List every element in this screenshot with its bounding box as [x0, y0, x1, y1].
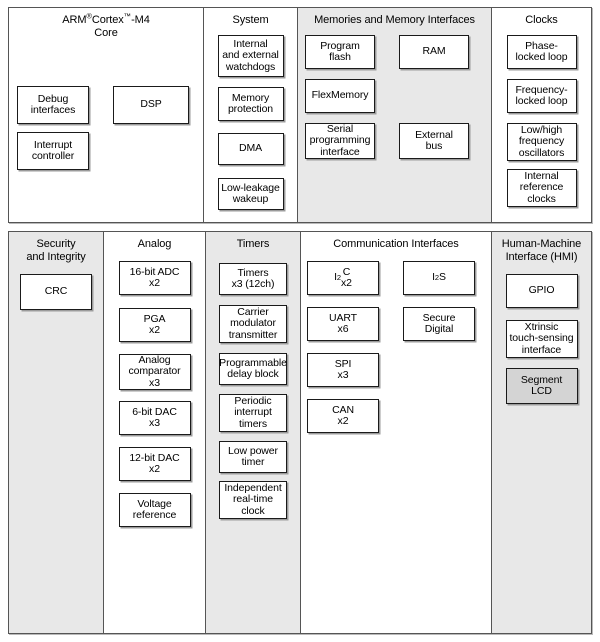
system-blocks: Internal and external watchdogs Memory p… — [204, 33, 297, 222]
panel-hmi: Human-Machine Interface (HMI) GPIO Xtrin… — [492, 232, 591, 633]
block-6bit-dac[interactable]: 6-bit DAC x3 — [118, 401, 191, 435]
panel-title-analog: Analog — [137, 238, 172, 250]
block-flexmemory[interactable]: FlexMemory — [305, 79, 375, 113]
block-timers[interactable]: Timers x3 (12ch) — [219, 263, 287, 295]
timers-blocks: Timers x3 (12ch) Carrier modulator trans… — [206, 257, 300, 633]
block-memory-protection[interactable]: Memory protection — [217, 87, 284, 121]
panel-timers: Timers Timers x3 (12ch) Carrier modulato… — [206, 232, 301, 633]
block-interrupt-controller[interactable]: Interrupt controller — [17, 132, 89, 170]
panel-title-hmi: Human-Machine Interface (HMI) — [501, 238, 582, 263]
block-external-bus[interactable]: External bus — [399, 123, 469, 159]
block-12bit-dac[interactable]: 12-bit DAC x2 — [118, 447, 191, 481]
block-programmable-delay-block[interactable]: Programmable delay block — [219, 353, 287, 385]
block-secure-digital[interactable]: Secure Digital — [403, 307, 475, 341]
analog-blocks: 16-bit ADC x2 PGA x2 Analog comparator x… — [104, 257, 205, 633]
block-frequency-locked-loop[interactable]: Frequency- locked loop — [506, 79, 577, 113]
memories-blocks: Program flash FlexMemory Serial programm… — [291, 33, 498, 222]
block-oscillators[interactable]: Low/high frequency oscillators — [506, 123, 577, 161]
block-uart[interactable]: UART x6 — [307, 307, 379, 341]
clocks-blocks: Phase- locked loop Frequency- locked loo… — [492, 33, 591, 222]
block-dma[interactable]: DMA — [217, 133, 284, 165]
block-xtrinsic-touch-sensing-interface[interactable]: Xtrinsic touch-sensing interface — [505, 320, 578, 358]
block-debug-interfaces[interactable]: Debug interfaces — [17, 86, 89, 124]
block-low-power-timer[interactable]: Low power timer — [219, 441, 287, 473]
block-phase-locked-loop[interactable]: Phase- locked loop — [506, 35, 577, 69]
security-blocks: CRC — [9, 270, 103, 633]
panel-title-communication: Communication Interfaces — [333, 238, 459, 250]
block-pga[interactable]: PGA x2 — [118, 308, 191, 342]
block-analog-comparator[interactable]: Analog comparator x3 — [118, 354, 191, 390]
memories-column-right: RAM External bus — [399, 33, 469, 159]
panel-system: System Internal and external watchdogs M… — [204, 8, 298, 222]
block-ram[interactable]: RAM — [399, 35, 469, 69]
panel-analog: Analog 16-bit ADC x2 PGA x2 Analog compa… — [104, 232, 206, 633]
panel-title-security: Security and Integrity — [26, 238, 86, 263]
block-serial-programming-interface[interactable]: Serial programming interface — [305, 123, 375, 159]
core-column-right: DSP — [113, 46, 189, 124]
panel-security: Security and Integrity CRC — [9, 232, 104, 633]
memories-column-left: Program flash FlexMemory Serial programm… — [305, 33, 375, 159]
block-voltage-reference[interactable]: Voltage reference — [118, 493, 191, 527]
section-bottom: Security and Integrity CRC Analog 16-bit… — [8, 231, 592, 634]
block-watchdogs[interactable]: Internal and external watchdogs — [217, 35, 284, 77]
block-program-flash[interactable]: Program flash — [305, 35, 375, 69]
block-independent-real-time-clock[interactable]: Independent real-time clock — [219, 481, 287, 519]
hmi-blocks: GPIO Xtrinsic touch-sensing interface Se… — [492, 270, 591, 633]
block-internal-reference-clocks[interactable]: Internal reference clocks — [506, 169, 577, 207]
panel-title-system: System — [232, 14, 269, 26]
core-blocks: Debug interfaces Interrupt controller DS… — [1, 46, 211, 222]
block-low-leakage-wakeup[interactable]: Low-leakage wakeup — [217, 178, 284, 210]
block-periodic-interrupt-timers[interactable]: Periodic interrupt timers — [219, 394, 287, 432]
block-gpio[interactable]: GPIO — [505, 274, 578, 308]
block-spi[interactable]: SPI x3 — [307, 353, 379, 387]
panel-memories: Memories and Memory Interfaces Program f… — [298, 8, 492, 222]
block-16bit-adc[interactable]: 16-bit ADC x2 — [118, 261, 191, 295]
block-carrier-modulator-transmitter[interactable]: Carrier modulator transmitter — [219, 305, 287, 343]
block-can[interactable]: CAN x2 — [307, 399, 379, 433]
block-dsp[interactable]: DSP — [113, 86, 189, 124]
panel-title-memories: Memories and Memory Interfaces — [314, 14, 475, 26]
block-segment-lcd[interactable]: Segment LCD — [505, 368, 578, 404]
panel-title-clocks: Clocks — [525, 14, 558, 26]
core-column-left: Debug interfaces Interrupt controller — [17, 46, 89, 170]
panel-title-timers: Timers — [236, 238, 270, 250]
panel-clocks: Clocks Phase- locked loop Frequency- loc… — [492, 8, 591, 222]
block-crc[interactable]: CRC — [20, 274, 92, 310]
